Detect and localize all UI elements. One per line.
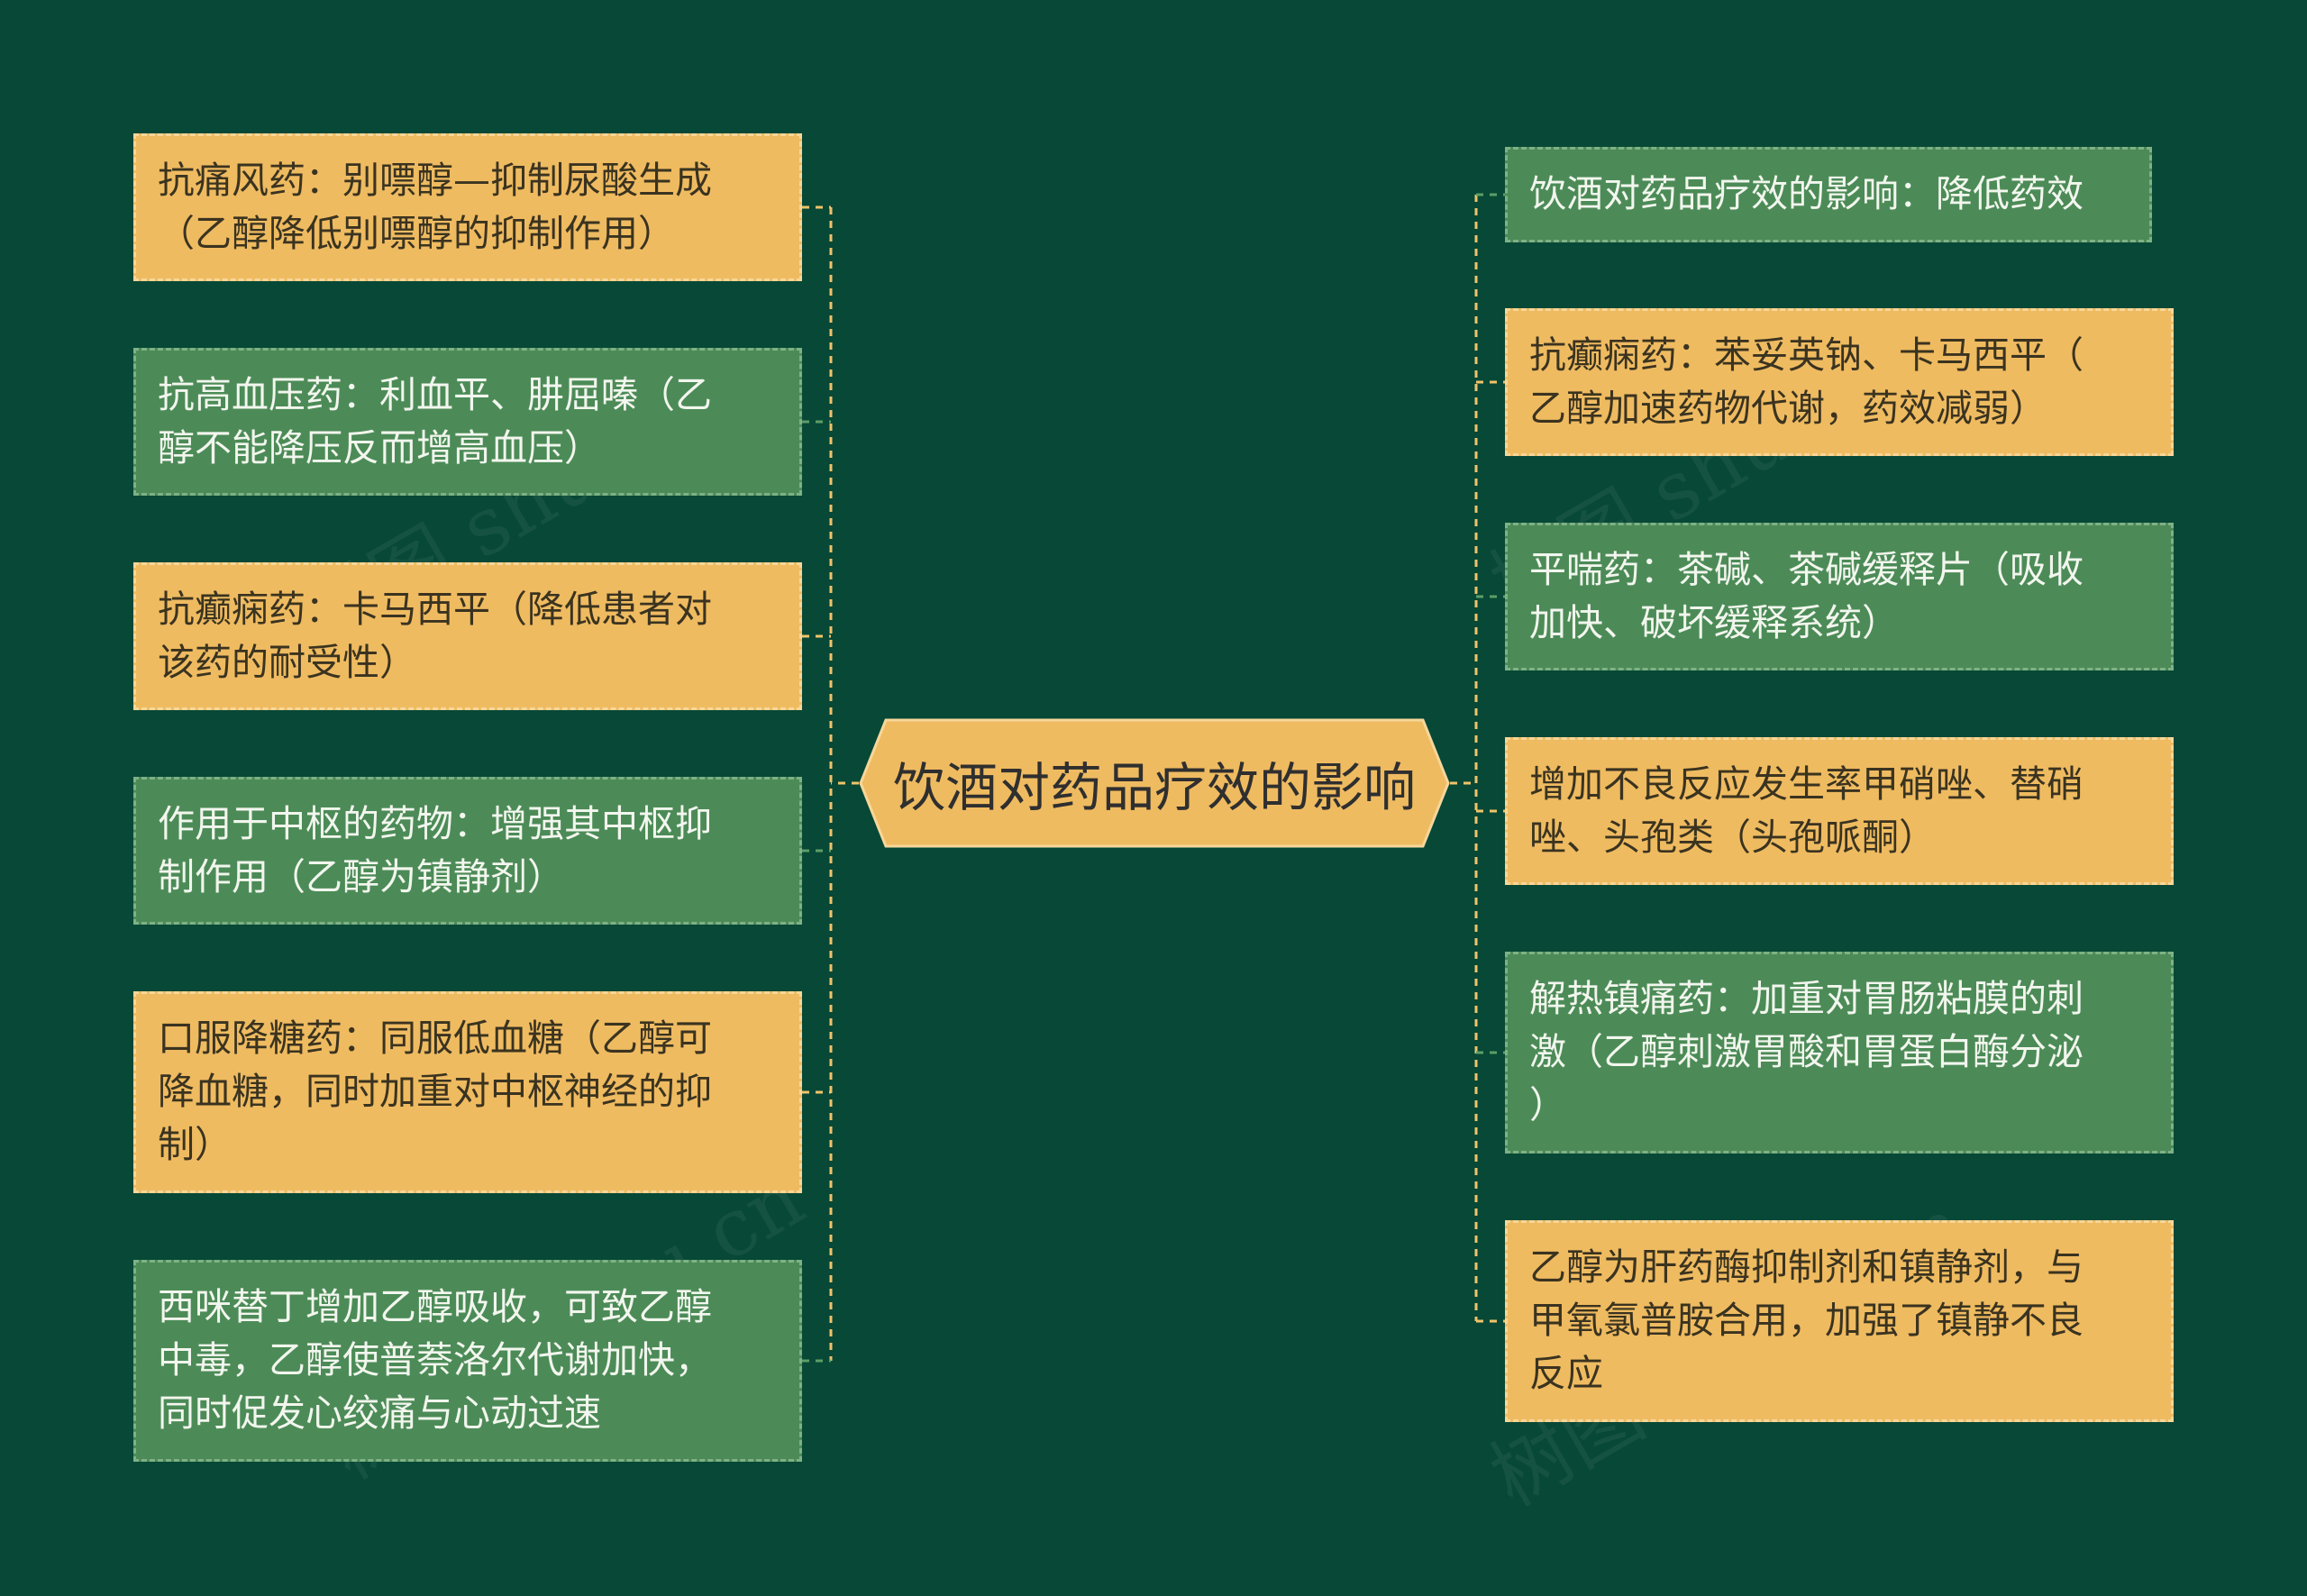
right-node-antipyretic-analgesic[interactable]: 解热镇痛药：加重对胃肠粘膜的刺 激（乙醇刺激胃酸和胃蛋白酶分泌 ） — [1505, 952, 2174, 1154]
left-node-antiepileptic[interactable]: 抗癫痫药：卡马西平（降低患者对 该药的耐受性） — [133, 562, 802, 710]
right-node-adverse-reactions[interactable]: 增加不良反应发生率甲硝唑、替硝 唑、头孢类（头孢哌酮） — [1505, 737, 2174, 885]
right-node-liver-enzyme-inhibitor[interactable]: 乙醇为肝药酶抑制剂和镇静剂，与 甲氧氯普胺合用，加强了镇静不良 反应 — [1505, 1220, 2174, 1422]
right-node-antiepileptic[interactable]: 抗癫痫药：苯妥英钠、卡马西平（ 乙醇加速药物代谢，药效减弱） — [1505, 308, 2174, 456]
root-hexagon-shape — [859, 718, 1450, 848]
left-node-gout-drug[interactable]: 抗痛风药：别嘌醇—抑制尿酸生成 （乙醇降低别嘌醇的抑制作用） — [133, 133, 802, 281]
left-node-antihypertensive[interactable]: 抗高血压药：利血平、肼屈嗪（乙 醇不能降压反而增高血压） — [133, 348, 802, 496]
left-node-oral-hypoglycemic[interactable]: 口服降糖药：同服低血糖（乙醇可 降血糖，同时加重对中枢神经的抑 制） — [133, 991, 802, 1193]
right-node-antiasthmatic[interactable]: 平喘药：茶碱、茶碱缓释片（吸收 加快、破坏缓释系统） — [1505, 523, 2174, 670]
root-label: 饮酒对药品疗效的影响 — [892, 757, 1416, 818]
left-node-cimetidine[interactable]: 西咪替丁增加乙醇吸收，可致乙醇 中毒，乙醇使普萘洛尔代谢加快， 同时促发心绞痛与… — [133, 1260, 802, 1462]
left-node-cns-drug[interactable]: 作用于中枢的药物：增强其中枢抑 制作用（乙醇为镇静剂） — [133, 777, 802, 925]
right-node-reduce-efficacy[interactable]: 饮酒对药品疗效的影响：降低药效 — [1505, 147, 2152, 242]
root-topic[interactable]: 饮酒对药品疗效的影响 — [859, 718, 1450, 848]
